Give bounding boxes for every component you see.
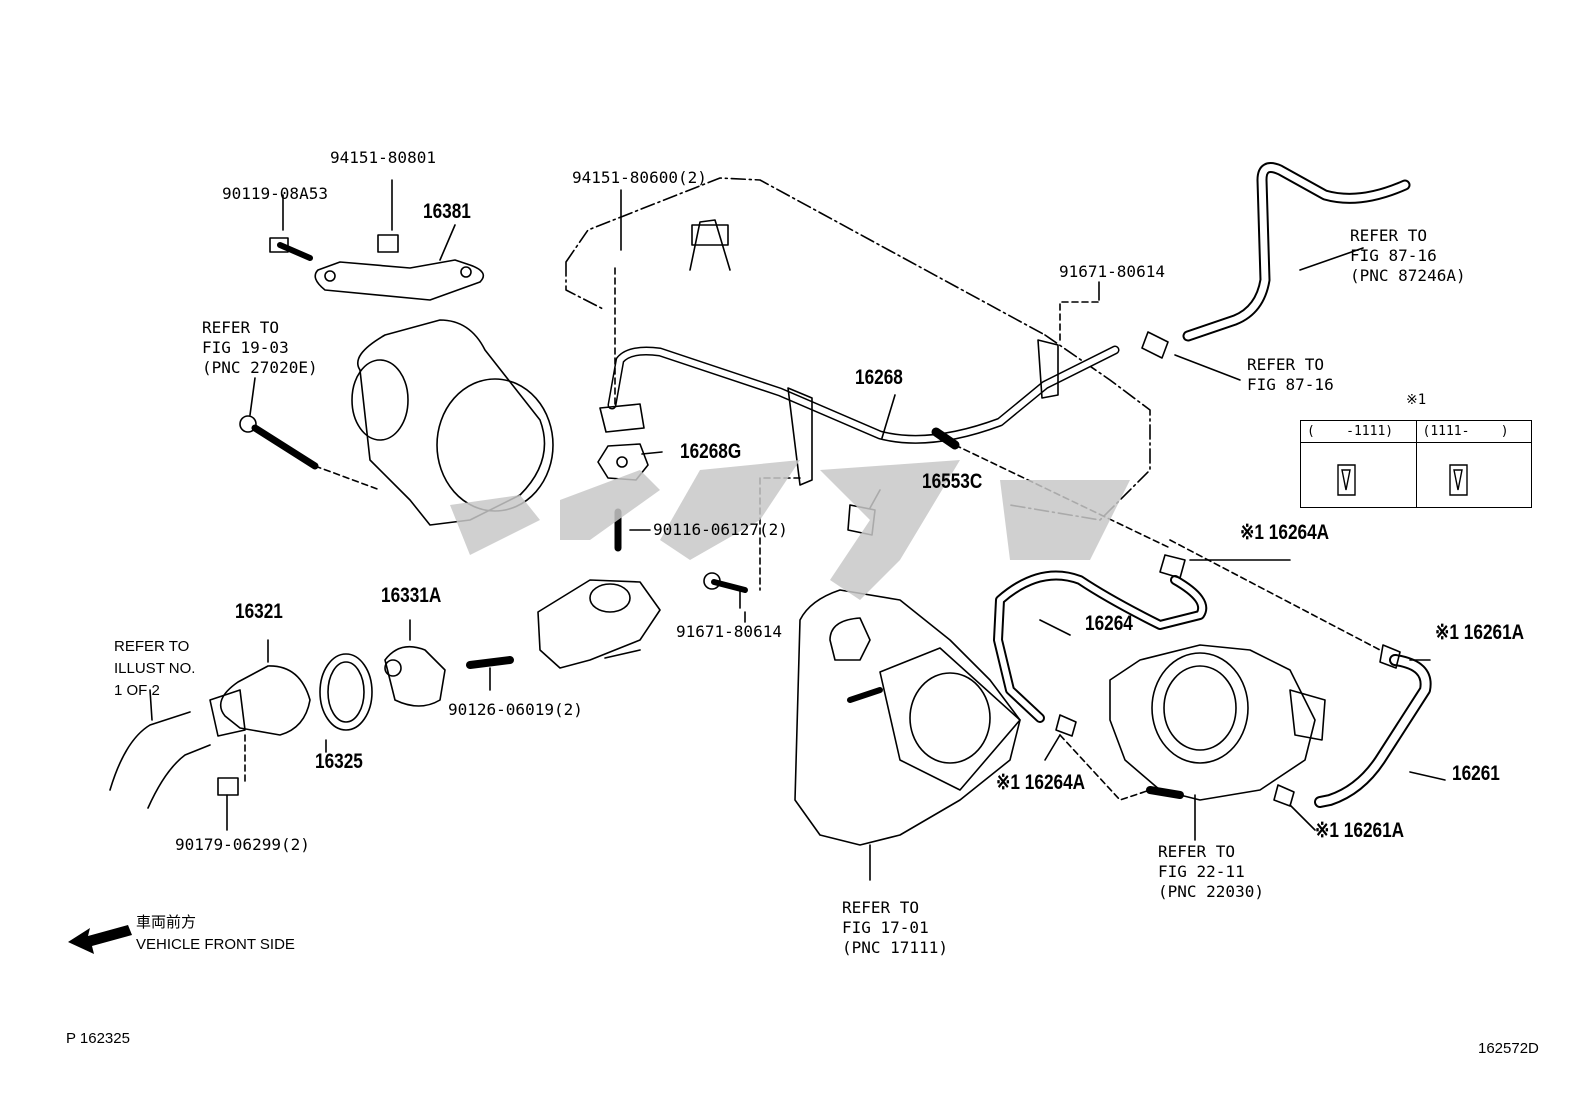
direction-en: VEHICLE FRONT SIDE (136, 936, 295, 953)
gasket-16325 (319, 653, 373, 731)
page-code-right: 162572D (1478, 1040, 1539, 1057)
legend-clip-new-icon (1417, 443, 1532, 507)
part-label[interactable]: ※1 16264A (996, 771, 1086, 794)
part-label[interactable]: ※1 16261A (1315, 819, 1405, 842)
legend-clip-old-icon (1301, 443, 1417, 507)
part-label[interactable]: 94151-80600(2) (572, 168, 707, 187)
part-label[interactable]: 90116-06127(2) (653, 520, 788, 539)
watermark (450, 460, 1130, 600)
reference-note[interactable]: REFER TO FIG 19-03 (PNC 27020E) (202, 318, 318, 377)
part-label[interactable]: 91671-80614 (1059, 262, 1165, 281)
part-label[interactable]: 16268G (680, 440, 742, 463)
intake-manifold (794, 589, 1021, 846)
part-label[interactable]: 90126-06019(2) (448, 700, 583, 719)
part-label[interactable]: 16553C (922, 470, 983, 493)
legend-mark: ※1 (1406, 392, 1427, 408)
throttle-body (1109, 644, 1316, 801)
bracket-16381 (314, 259, 485, 301)
alternator (357, 319, 546, 526)
part-label[interactable]: ※1 16261A (1435, 621, 1525, 644)
page-code-left: P 162325 (66, 1030, 130, 1047)
water-inlet (537, 579, 661, 669)
part-label[interactable]: 94151-80801 (330, 148, 436, 167)
reference-note[interactable]: REFER TO FIG 17-01 (PNC 17111) (842, 898, 948, 957)
reference-note[interactable]: REFER TO FIG 22-11 (PNC 22030) (1158, 842, 1264, 901)
reference-note[interactable]: REFER TO ILLUST NO. 1 OF 2 (114, 638, 196, 699)
direction-jp: 車両前方 (136, 914, 197, 931)
part-label[interactable]: 16264 (1085, 612, 1133, 635)
part-label[interactable]: 16331A (381, 584, 442, 607)
part-label[interactable]: ※1 16264A (1240, 521, 1330, 544)
front-arrow-icon (68, 925, 132, 954)
thermostat-16331A (384, 645, 446, 707)
part-label[interactable]: 16325 (315, 750, 363, 773)
legend-table: ( -1111) (1111- ) (1300, 420, 1532, 508)
hose-16264 (993, 570, 1208, 723)
part-label[interactable]: 91671-80614 (676, 622, 782, 641)
part-label[interactable]: 16381 (423, 200, 471, 223)
part-label[interactable]: 16261 (1452, 762, 1500, 785)
legend-col-after: (1111- ) (1422, 424, 1509, 439)
part-label[interactable]: 90119-08A53 (222, 184, 328, 203)
housing-16321 (219, 665, 311, 736)
part-label[interactable]: 16268 (855, 366, 903, 389)
hose-16261 (1314, 654, 1432, 808)
legend-col-before: ( -1111) (1301, 421, 1417, 442)
part-label[interactable]: 16321 (235, 600, 283, 623)
radiator-hose (109, 711, 191, 791)
part-label[interactable]: 90179-06299(2) (175, 835, 310, 854)
reference-note[interactable]: REFER TO FIG 87-16 (PNC 87246A) (1350, 226, 1466, 285)
reference-note[interactable]: REFER TO FIG 87-16 (1247, 355, 1334, 394)
